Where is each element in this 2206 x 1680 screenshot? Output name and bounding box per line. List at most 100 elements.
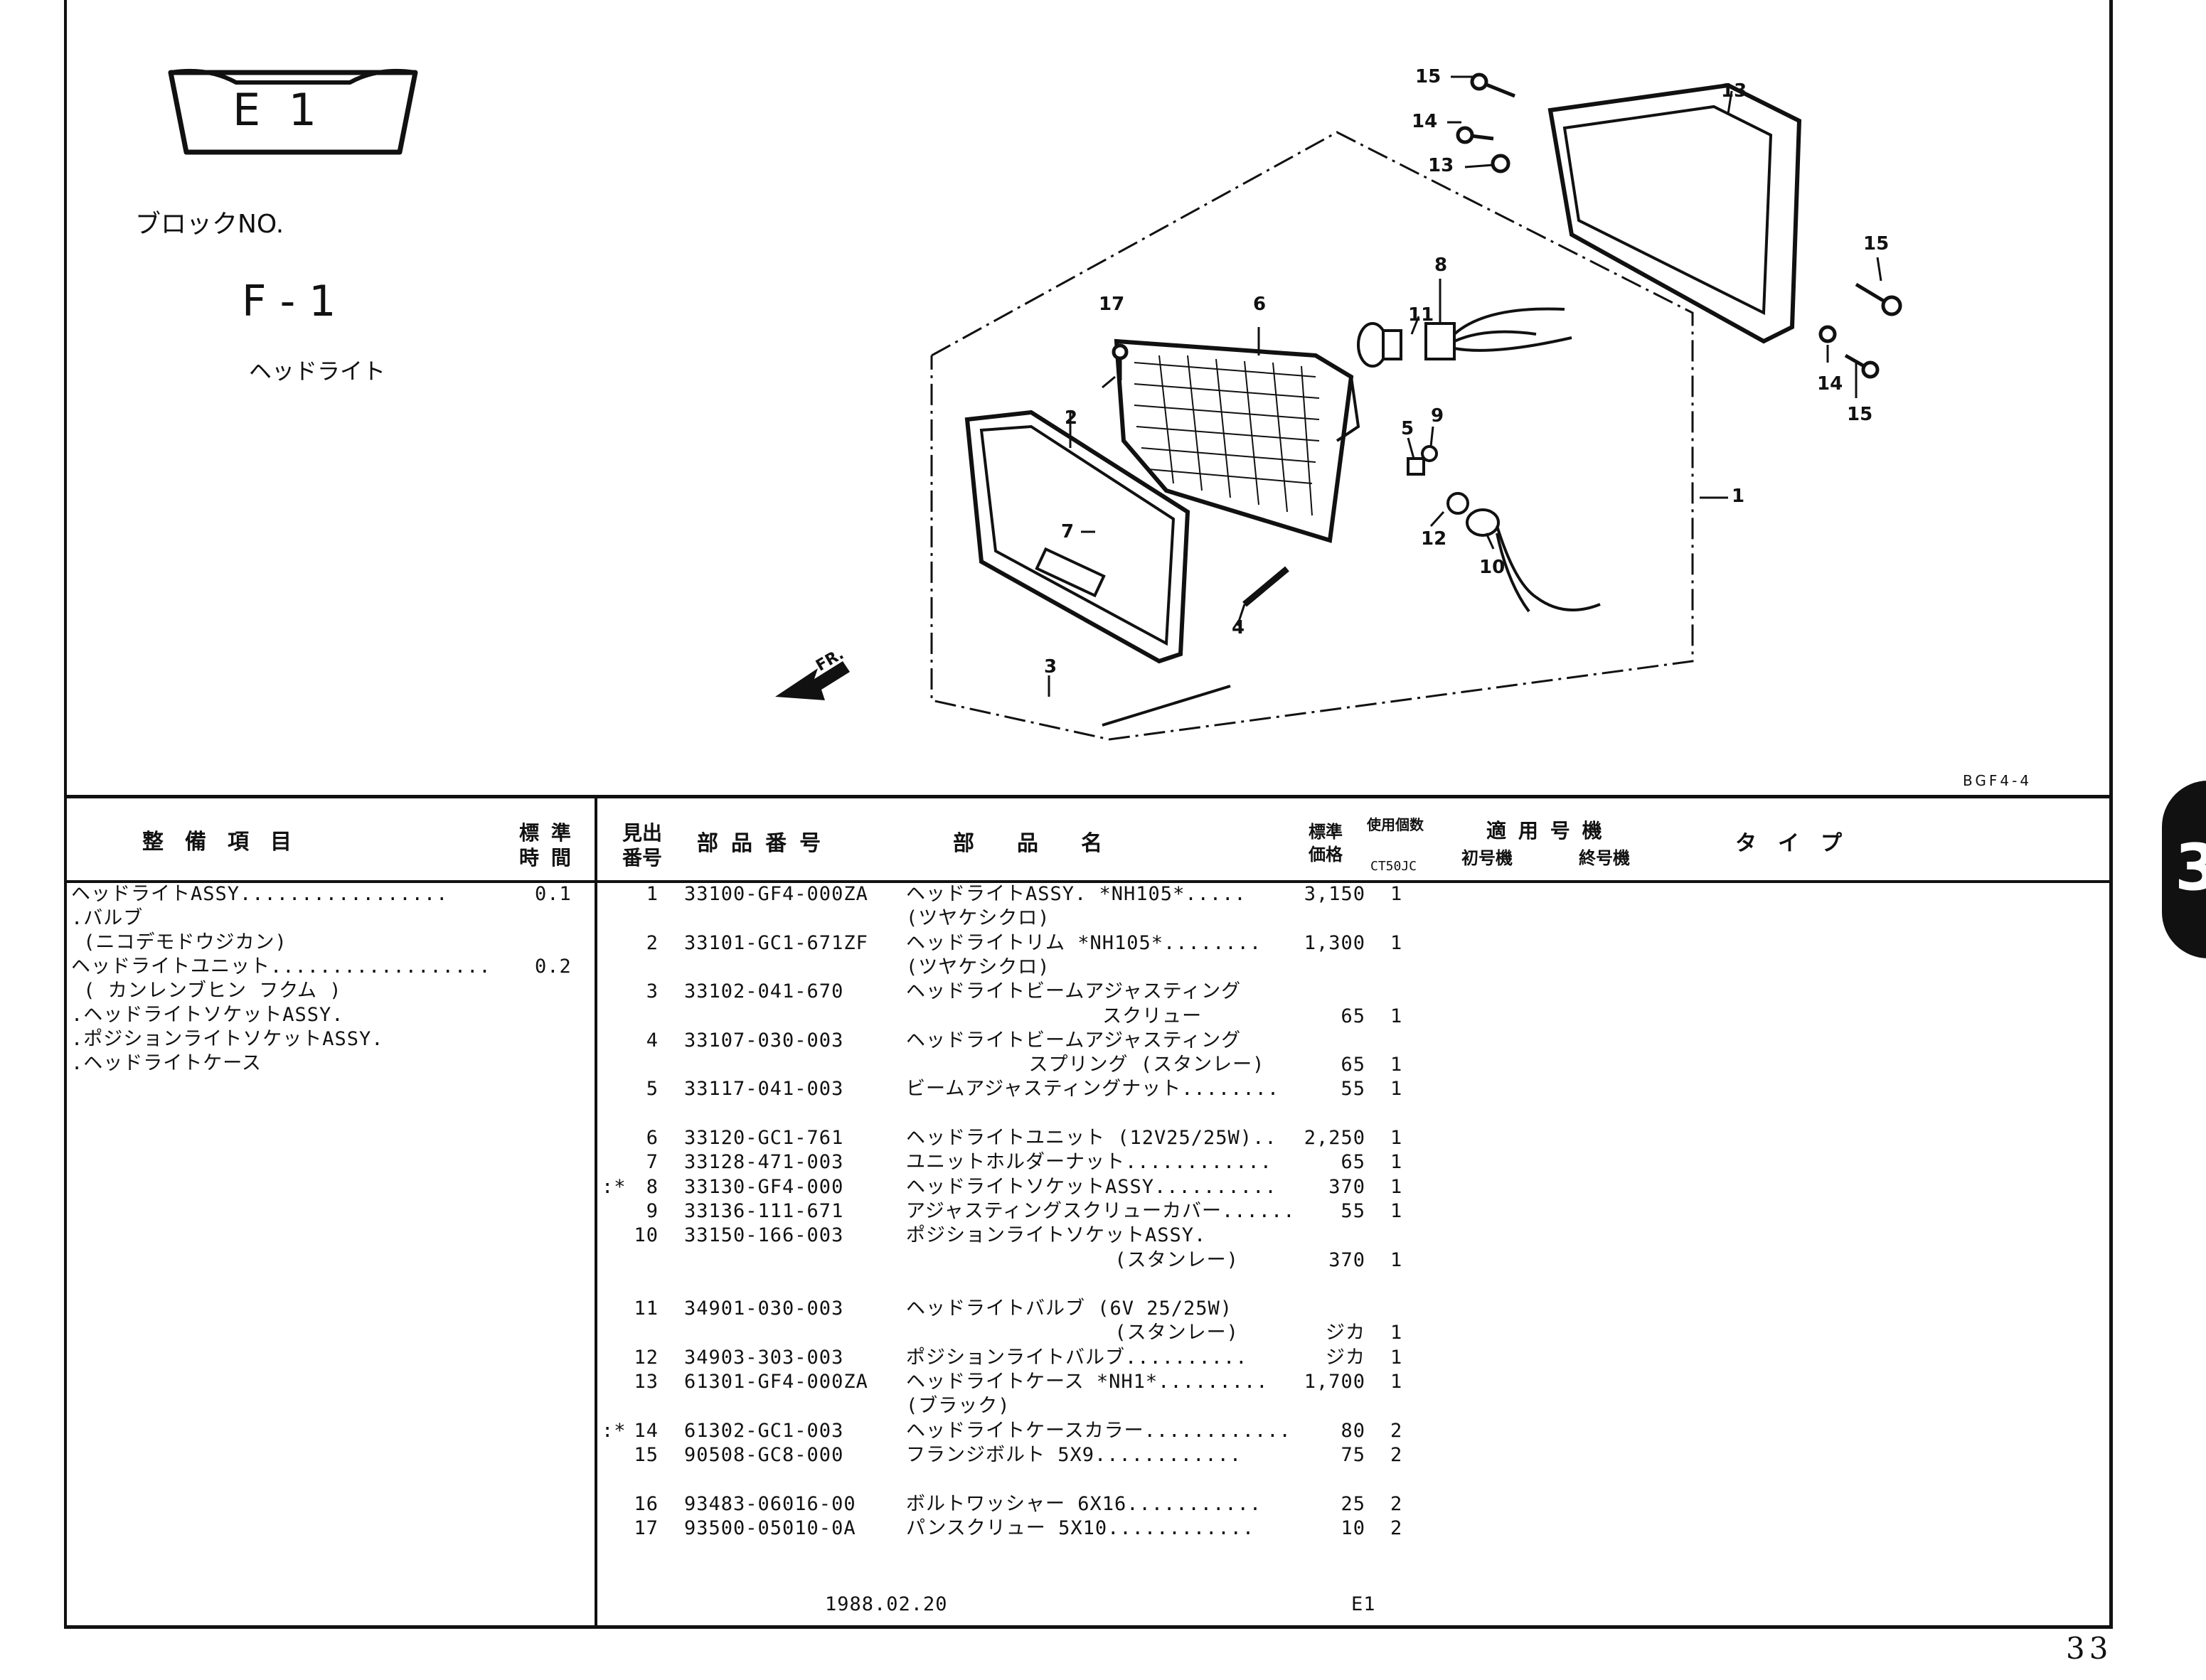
callout-label: 12 [1421,528,1447,550]
part-name: ユニットホルダーナット............ [906,1151,1273,1173]
part-name: ヘッドライトケース *NH1*......... [906,1371,1269,1393]
header-part-name: 部 品 名 [953,831,1102,856]
service-time: 0.1 [535,883,572,905]
callout-label: 2 [1065,407,1078,429]
page-frame-left [64,0,67,1628]
service-item: .バルブ [71,907,144,929]
block-code: E1 [1351,1593,1376,1615]
part-name: ポジションライトソケットASSY. [906,1224,1207,1246]
header-price: 標準 [1309,822,1343,842]
part-price: 65 [1341,1005,1365,1027]
callout-label: 9 [1431,405,1444,427]
part-number: 33107-030-003 [684,1029,844,1052]
part-ref-number: 13 [634,1371,659,1393]
callout-label: 10 [1479,557,1506,578]
callout-label: 13 [1721,80,1747,102]
callout-label: 6 [1253,294,1267,315]
headlight-unit-part [1114,338,1360,543]
part-quantity: 2 [1390,1444,1403,1466]
part-name: (ツヤケシクロ) [906,907,1050,929]
part-name: (ブラック) [906,1395,1011,1417]
part-name: ヘッドライトユニット (12V25/25W).. [906,1127,1277,1149]
callout-label: 17 [1099,294,1125,315]
part-price: 75 [1341,1444,1365,1466]
part-mark: :* [602,1176,627,1198]
position-socket-part [1466,508,1601,613]
part-ref-number: 8 [646,1176,659,1198]
page-frame-right [2109,0,2113,1628]
part-ref-number: 3 [646,980,659,1002]
part-quantity: 1 [1390,1005,1403,1027]
service-item: .ヘッドライトケース [71,1052,262,1074]
part-name: ヘッドライトケースカラー............ [906,1420,1291,1442]
part-name: フランジボルト 5X9............ [906,1444,1242,1466]
part-number: 33100-GF4-000ZA [684,883,868,905]
callout-label: 13 [1428,155,1454,176]
header-service-item: 整 備 項 目 [142,830,292,855]
service-item: .ポジションライトソケットASSY. [71,1028,384,1050]
part-number: 33150-166-003 [684,1224,844,1246]
part-ref-number: 1 [646,883,659,905]
header-first-no: 初号機 [1461,848,1513,868]
part-name: ヘッドライトビームアジャスティング [906,1029,1242,1052]
service-time: 0.2 [535,956,572,978]
part-quantity: 2 [1390,1517,1403,1539]
callout-label: 15 [1863,233,1890,255]
part-name: スクリュー [906,1005,1203,1027]
headlight-bulb-part [1357,322,1402,368]
part-ref-number: 2 [646,932,659,954]
header-type: タ イ プ [1735,831,1842,856]
diagram-code: BGF4-4 [1963,772,2032,789]
callout-label: 11 [1408,304,1434,326]
section-tab: 3 [2162,781,2206,958]
part-name: ポジションライトバルブ.......... [906,1347,1248,1369]
part-name: アジャスティングスクリューカバー...... [906,1200,1296,1222]
part-quantity: 1 [1390,1151,1403,1173]
part-ref-number: 12 [634,1347,659,1369]
part-number: 33128-471-003 [684,1151,844,1173]
part-quantity: 1 [1390,1322,1403,1344]
service-item: ヘッドライトユニット.................. [71,956,491,978]
callout-label: 5 [1401,418,1414,439]
part-ref-number: 15 [634,1444,659,1466]
part-quantity: 1 [1390,1249,1403,1271]
service-item: .ヘッドライトソケットASSY. [71,1004,344,1026]
part-ref-number: 11 [634,1298,659,1320]
part-number: 33120-GC1-761 [684,1127,844,1149]
part-ref-number: 6 [646,1127,659,1149]
front-direction-arrow [775,661,850,700]
part-quantity: 1 [1390,1127,1403,1149]
header-ref-no: 見出 [622,821,663,845]
part-number: 33117-041-003 [684,1078,844,1100]
part-quantity: 1 [1390,1176,1403,1198]
nut-part [1407,457,1425,476]
part-quantity: 1 [1390,1200,1403,1222]
part-ref-number: 16 [634,1493,659,1515]
part-ref-number: 4 [646,1029,659,1052]
adjusting-spring-part [1242,566,1289,607]
block-number: F - 1 [242,277,336,326]
part-quantity: 1 [1390,1078,1403,1100]
headlight-socket-part [1424,307,1572,360]
part-name: パンスクリュー 5X10............ [906,1517,1255,1539]
header-std-time: 時 間 [519,846,571,870]
page-frame-bottom [64,1625,2113,1629]
table-header-rule [64,880,2113,883]
header-part-no: 部 品 番 号 [697,831,821,856]
header-applicable: 適 用 号 機 [1486,819,1602,842]
part-number: 93483-06016-00 [684,1493,856,1515]
part-mark: :* [602,1420,627,1442]
part-price: 55 [1341,1078,1365,1100]
callout-label: 1 [1732,486,1745,507]
section-tab-label: 3 [2175,830,2206,905]
part-quantity: 2 [1390,1420,1403,1442]
part-number: 33102-041-670 [684,980,844,1002]
header-model: CT50JC [1370,859,1417,874]
part-quantity: 1 [1390,1347,1403,1369]
part-ref-number: 10 [634,1224,659,1246]
part-number: 34903-303-003 [684,1347,844,1369]
callout-label: 8 [1434,255,1448,276]
headlight-case-part [1547,82,1802,344]
part-quantity: 1 [1390,1371,1403,1393]
part-name: ヘッドライトソケットASSY.......... [906,1176,1277,1198]
